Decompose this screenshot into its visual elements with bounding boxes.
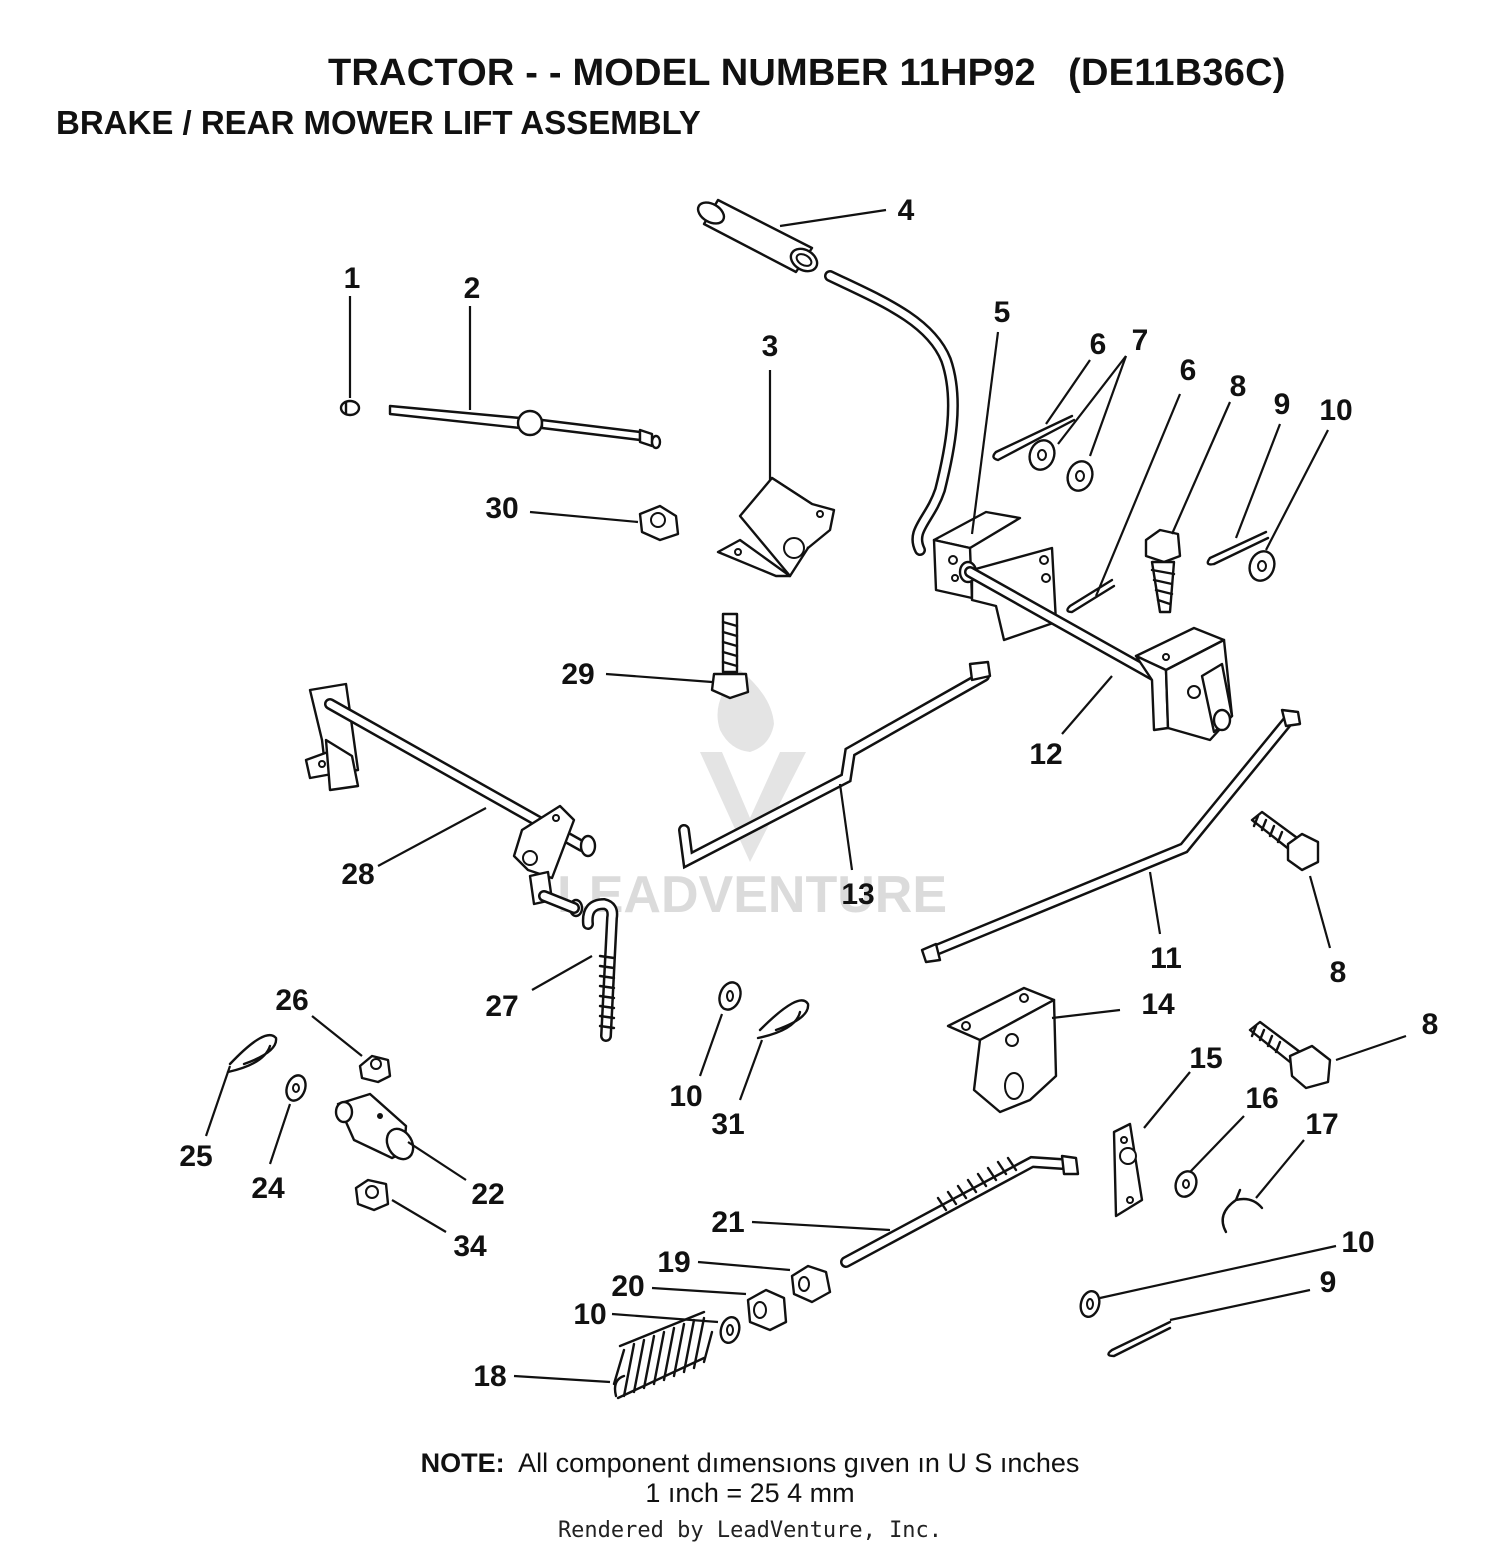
callout-labels: 1 2 3 4 5 6 7 6 8 9 10 30 29 12 13 28 11… <box>179 194 1438 1393</box>
part-31-hair-pin <box>756 999 810 1040</box>
part-11-rod <box>920 708 1302 964</box>
callout-25: 25 <box>179 1140 212 1173</box>
callout-2: 2 <box>464 272 481 305</box>
watermark-text: LEADVENTURE <box>557 866 947 924</box>
part-21-threaded-rod <box>840 1154 1080 1268</box>
callout-13: 13 <box>841 878 874 911</box>
callout-9-upper: 9 <box>1274 388 1291 421</box>
callout-31: 31 <box>711 1108 744 1141</box>
part-22-pivot <box>334 1092 415 1161</box>
leadventure-watermark: LEADVENTURE <box>557 670 947 924</box>
part-5-bracket <box>932 510 1058 642</box>
part-7-washers <box>1028 439 1094 492</box>
part-25-hair-pin <box>226 1033 278 1074</box>
part-14-bracket <box>946 986 1058 1114</box>
part-2-rod <box>388 404 662 450</box>
diagram-subtitle: BRAKE / REAR MOWER LIFT ASSEMBLY <box>56 104 701 141</box>
callout-29: 29 <box>561 658 594 691</box>
callout-15: 15 <box>1189 1042 1222 1075</box>
part-26-nut <box>358 1054 392 1084</box>
callout-6-upper: 6 <box>1090 328 1107 361</box>
part-8-bolt-middle <box>1250 810 1320 872</box>
part-3-bracket <box>716 476 836 578</box>
callout-18: 18 <box>473 1360 506 1393</box>
callout-8-upper: 8 <box>1230 370 1247 403</box>
callout-6-lower: 6 <box>1180 354 1197 387</box>
part-17-e-clip <box>1221 1188 1264 1234</box>
part-10-washer-lower-right <box>1079 1290 1101 1318</box>
callout-5: 5 <box>994 296 1011 329</box>
callout-19: 19 <box>657 1246 690 1279</box>
part-10-washer-lower-left <box>719 1316 741 1344</box>
callout-7: 7 <box>1132 324 1149 357</box>
part-19-nut <box>790 1264 832 1304</box>
part-8-bolt-upper <box>1144 528 1182 614</box>
part-8-bolt-lower <box>1248 1020 1332 1090</box>
callout-14: 14 <box>1141 988 1175 1021</box>
callout-4: 4 <box>898 194 915 227</box>
callout-28: 28 <box>341 858 374 891</box>
part-10-washer-upper <box>1248 550 1276 582</box>
callout-10-upper: 10 <box>1319 394 1352 427</box>
part-1-pin <box>339 399 361 417</box>
part-20-nut <box>746 1288 788 1332</box>
part-28-shaft <box>304 682 597 918</box>
leader-lines <box>204 208 1407 1384</box>
part-4-handle-grip <box>696 198 819 274</box>
watermark-v-icon <box>700 752 806 862</box>
part-18-spring <box>612 1310 714 1400</box>
part-6-cotter-pin-lower <box>1066 578 1116 614</box>
note-line-2: 1 ınch = 25 4 mm <box>645 1478 855 1508</box>
diagram-title: TRACTOR - - MODEL NUMBER 11HP92 (DE11B36… <box>328 52 1286 94</box>
callout-27: 27 <box>485 990 518 1023</box>
part-lift-lever <box>824 270 959 556</box>
callout-12: 12 <box>1029 738 1062 771</box>
part-9-cotter-pin-lower <box>1107 1320 1172 1358</box>
part-24-washer <box>285 1074 307 1102</box>
callout-9-lower: 9 <box>1320 1266 1337 1299</box>
callout-10-middle: 10 <box>669 1080 702 1113</box>
callout-20: 20 <box>611 1270 644 1303</box>
part-9-cotter-pin-upper <box>1206 530 1270 566</box>
part-13-rod <box>678 660 992 870</box>
part-6-cotter-pin-upper <box>992 414 1076 462</box>
part-12-cross-shaft <box>964 566 1234 742</box>
note-line-1: All component dımensıons gıven ın U S ın… <box>518 1448 1080 1478</box>
part-29-bolt <box>710 612 750 700</box>
callout-8-lower: 8 <box>1422 1008 1439 1041</box>
rendered-by-footer: Rendered by LeadVenture, Inc. <box>557 1518 943 1543</box>
part-30-nut <box>638 504 680 542</box>
callout-17: 17 <box>1305 1108 1338 1141</box>
callout-16: 16 <box>1245 1082 1278 1115</box>
dimension-note: NOTE: All component dımensıons gıven ın … <box>0 1448 1500 1508</box>
callout-34: 34 <box>453 1230 487 1263</box>
callout-10-lower-right: 10 <box>1341 1226 1374 1259</box>
part-10-washer-middle <box>718 981 742 1011</box>
part-27-hook-bolt <box>581 897 619 1042</box>
note-label: NOTE: <box>420 1448 505 1478</box>
callout-21: 21 <box>711 1206 744 1239</box>
callout-26: 26 <box>275 984 308 1017</box>
callout-3: 3 <box>762 330 779 363</box>
callout-22: 22 <box>471 1178 504 1211</box>
part-16-washer <box>1174 1170 1198 1198</box>
part-15-plate <box>1112 1122 1144 1218</box>
callout-30: 30 <box>485 492 518 525</box>
callout-11: 11 <box>1150 942 1182 975</box>
callout-1: 1 <box>344 262 361 295</box>
part-34-lock-nut <box>354 1178 390 1212</box>
callout-10-lower-left: 10 <box>573 1298 606 1331</box>
callout-24: 24 <box>251 1172 285 1205</box>
callout-8-middle: 8 <box>1330 956 1347 989</box>
